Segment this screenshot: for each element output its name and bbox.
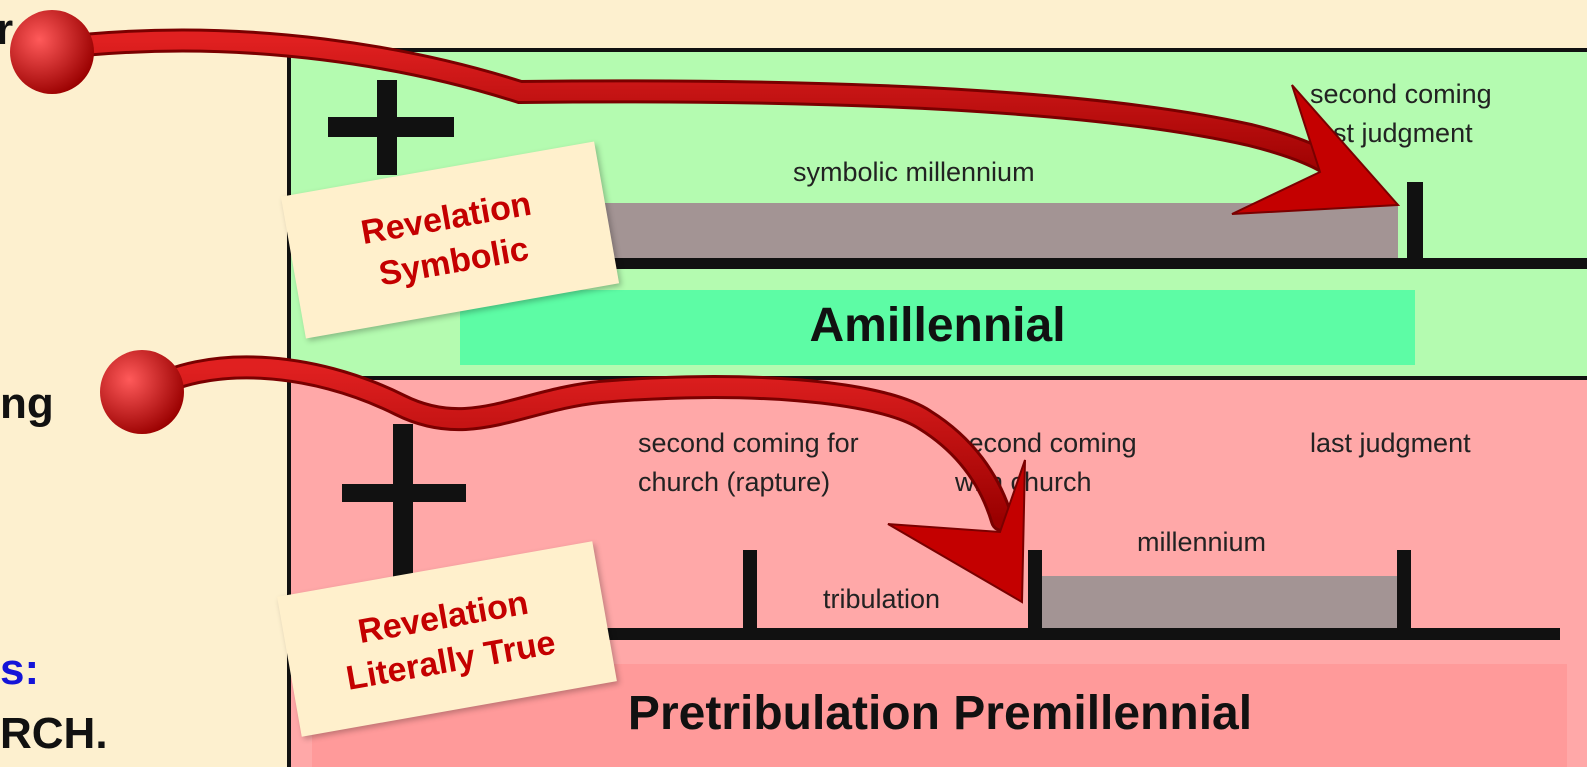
amillennial-cross-horizontal <box>328 117 454 137</box>
amillennial-title-bar <box>460 290 1415 365</box>
left-text-fragment-bottom: RCH. <box>0 709 108 758</box>
rapture-label-line2: church (rapture) <box>638 467 831 497</box>
left-text-fragment-mid: ng <box>0 379 54 428</box>
arrow-to-premillennial <box>100 350 1026 604</box>
amillennial-second-coming-label: second coming <box>1310 79 1492 109</box>
arrow-ball-bottom <box>100 350 184 434</box>
premillennial-cross-horizontal <box>342 484 466 502</box>
rapture-label-line1: second coming for <box>638 428 859 458</box>
amillennial-timeline-axis <box>585 258 1587 269</box>
millennium-label: millennium <box>1137 527 1267 557</box>
amillennial-second-coming-tick <box>1407 182 1423 262</box>
left-text-fragment-blue: s: <box>0 645 40 694</box>
premillennial-last-judgment-label: last judgment <box>1310 428 1471 458</box>
arrow-ball-top <box>10 10 94 94</box>
premillennial-millennium-bar <box>1042 576 1398 628</box>
arrow-to-amillennial <box>10 10 1401 215</box>
premillennial-timeline-axis <box>560 628 1560 640</box>
left-text-fragment-top: r <box>0 5 14 54</box>
amillennial-period-label: symbolic millennium <box>793 157 1035 187</box>
amillennial-title: Amillennial <box>809 299 1066 352</box>
tribulation-label: tribulation <box>823 584 941 614</box>
premillennial-title: Pretribulation Premillennial <box>627 687 1253 740</box>
premillennial-cross-vertical <box>393 424 413 584</box>
rapture-tick <box>743 550 757 632</box>
second-coming-with-church-tick <box>1028 550 1042 632</box>
with-church-label-line1: second coming <box>955 428 1137 458</box>
last-judgment-tick <box>1397 550 1411 632</box>
